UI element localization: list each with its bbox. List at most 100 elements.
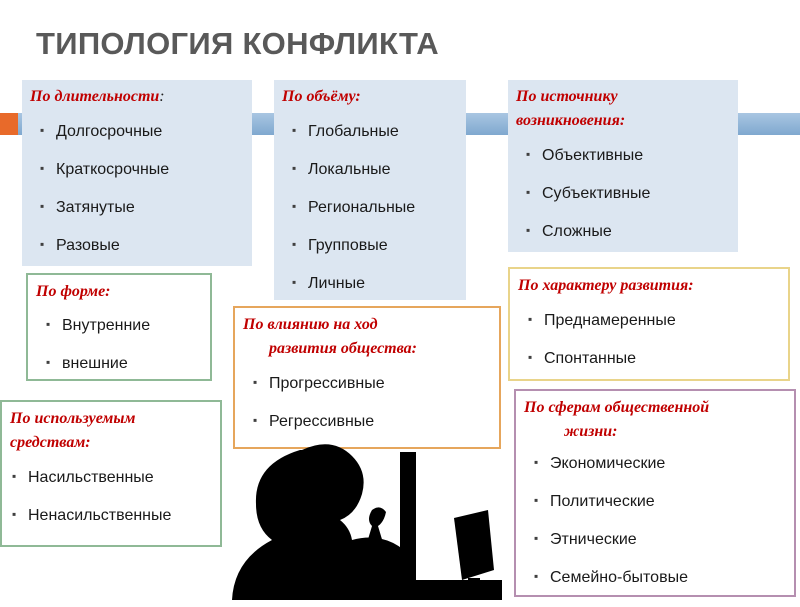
category-box-duration: По длительности: ▪ Долгосрочные ▪ Краткоср…: [22, 80, 252, 266]
category-heading: По длительности:: [30, 85, 246, 109]
list-item: ▪ Регрессивные: [245, 413, 493, 451]
item-label: Разовые: [56, 237, 120, 254]
bullet-icon: ▪: [534, 493, 539, 507]
list-item: ▪ Локальные: [284, 161, 460, 199]
list-item: ▪ Преднамеренные: [520, 312, 782, 350]
bullet-icon: ▪: [292, 161, 297, 175]
bullet-icon: ▪: [526, 223, 531, 237]
item-label: Семейно-бытовые: [550, 569, 688, 586]
item-label: Ненасильственные: [28, 507, 172, 524]
bullet-icon: ▪: [292, 275, 297, 289]
list-item: ▪ Политические: [526, 493, 788, 531]
category-heading-text: возникновения:: [516, 112, 626, 129]
bullet-icon: ▪: [12, 469, 17, 483]
item-label: Насильственные: [28, 469, 154, 486]
category-item-list: ▪Прогрессивные ▪ Регрессивные: [245, 375, 493, 451]
list-item: ▪ Разовые: [32, 237, 246, 275]
item-label: Внутренние: [62, 317, 151, 334]
item-label: Локальные: [308, 161, 391, 178]
item-label: Экономические: [550, 455, 666, 472]
list-item: ▪ Внутренние: [38, 317, 204, 355]
category-heading-text: По длительности: [30, 88, 160, 105]
category-heading-text: По используемым: [10, 410, 136, 427]
category-box-spheres: По сферам общественной жизни: ▪ Экономиче…: [514, 389, 796, 597]
category-heading-text: средствам:: [10, 434, 91, 451]
category-heading-text: По влиянию на ход: [243, 316, 378, 333]
bullet-icon: ▪: [46, 355, 51, 369]
category-heading: По форме:: [36, 280, 204, 304]
item-label: Долгосрочные: [56, 123, 163, 140]
item-label: Политические: [550, 493, 655, 510]
category-heading: По объёму:: [282, 85, 460, 109]
category-box-volume: По объёму: ▪ Глобальные ▪ Локальные ▪ Регио…: [274, 80, 466, 300]
category-heading: По используемым средствам:: [10, 407, 214, 455]
item-label: Глобальные: [308, 123, 399, 140]
list-item: ▪ Объективные: [518, 147, 732, 185]
item-label: Субъективные: [542, 185, 651, 202]
bullet-icon: ▪: [40, 161, 45, 175]
item-label: Регрессивные: [269, 413, 375, 430]
bullet-icon: ▪: [292, 123, 297, 137]
bullet-icon: ▪: [46, 317, 51, 331]
heading-colon: :: [159, 88, 165, 105]
page-title: ТИПОЛОГИЯ КОНФЛИКТА: [36, 26, 439, 61]
category-item-list: ▪Долгосрочные ▪Краткосрочные ▪Затянутые …: [32, 123, 246, 275]
category-item-list: ▪Внутренние ▪внешние: [38, 317, 204, 393]
category-heading: По источнику возникновения:: [516, 85, 732, 133]
bullet-icon: ▪: [534, 531, 539, 545]
category-item-list: ▪ Экономические ▪ Политические ▪ Этнические…: [526, 455, 788, 607]
desk-shape: [342, 580, 502, 600]
category-heading-text: По источнику: [516, 88, 618, 105]
bullet-icon: ▪: [40, 199, 45, 213]
bullet-icon: ▪: [253, 375, 258, 389]
category-heading-text: жизни:: [564, 423, 618, 440]
category-heading-text: развития общества:: [269, 340, 417, 357]
bullet-icon: ▪: [534, 455, 539, 469]
bullet-icon: ▪: [528, 312, 533, 326]
list-item: ▪Сложные: [518, 223, 732, 261]
item-label: Групповые: [308, 237, 388, 254]
item-label: Затянутые: [56, 199, 135, 216]
angry-person-at-computer-illustration: [232, 444, 502, 600]
list-item: ▪ Насильственные: [4, 469, 214, 507]
bullet-icon: ▪: [526, 147, 531, 161]
list-item: ▪ Субъективные: [518, 185, 732, 223]
list-item: ▪ Спонтанные: [520, 350, 782, 388]
category-item-list: ▪ Объективные ▪ Субъективные ▪Сложные: [518, 147, 732, 261]
bullet-icon: ▪: [292, 199, 297, 213]
category-heading: По сферам общественной жизни:: [524, 396, 788, 444]
list-item: ▪ Затянутые: [32, 199, 246, 237]
category-box-source: По источнику возникновения: ▪ Объективные…: [508, 80, 738, 252]
category-box-influence: По влиянию на ход развития общества: ▪Пр…: [233, 306, 501, 449]
item-label: Объективные: [542, 147, 644, 164]
monitor-shape: [454, 510, 494, 580]
category-heading-text: По сферам общественной: [524, 399, 710, 416]
list-item: ▪ Личные: [284, 275, 460, 313]
decorative-band-orange: [0, 113, 18, 135]
bullet-icon: ▪: [534, 569, 539, 583]
item-label: Преднамеренные: [544, 312, 676, 329]
item-label: Краткосрочные: [56, 161, 170, 178]
category-item-list: ▪ Преднамеренные ▪ Спонтанные: [520, 312, 782, 388]
bullet-icon: ▪: [253, 413, 258, 427]
category-box-character: По характеру развития: ▪ Преднамеренные ▪…: [508, 267, 790, 381]
item-label: Личные: [308, 275, 366, 292]
bullet-icon: ▪: [40, 237, 45, 251]
category-item-list: ▪ Насильственные ▪Ненасильственные: [4, 469, 214, 545]
bullet-icon: ▪: [292, 237, 297, 251]
category-item-list: ▪ Глобальные ▪ Локальные ▪ Региональные ▪ Гр…: [284, 123, 460, 313]
item-label: Этнические: [550, 531, 637, 548]
category-box-means: По используемым средствам: ▪ Насильственн…: [0, 400, 222, 547]
list-item: ▪Ненасильственные: [4, 507, 214, 545]
bullet-icon: ▪: [528, 350, 533, 364]
category-heading: По характеру развития:: [518, 274, 782, 298]
bullet-icon: ▪: [526, 185, 531, 199]
list-item: ▪ Глобальные: [284, 123, 460, 161]
list-item: ▪ Групповые: [284, 237, 460, 275]
list-item: ▪Прогрессивные: [245, 375, 493, 413]
list-item: ▪ Этнические: [526, 531, 788, 569]
item-label: Региональные: [308, 199, 416, 216]
category-heading-text: По характеру развития:: [518, 277, 694, 294]
item-label: Спонтанные: [544, 350, 637, 367]
category-heading-text: По форме:: [36, 283, 111, 300]
